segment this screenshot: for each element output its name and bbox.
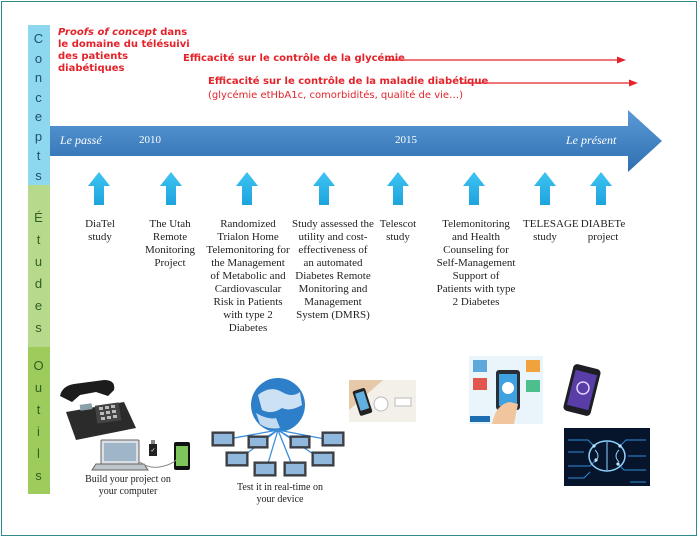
outils-letter: O <box>33 358 45 373</box>
up-arrow-1 <box>88 172 110 205</box>
smartphone-image <box>174 442 190 470</box>
up-arrow-8 <box>590 172 612 205</box>
concepts-letter: p <box>34 128 44 144</box>
efficacite-maladie-label: Efficacité sur le contrôle de la maladie… <box>208 76 489 87</box>
etudes-letter: u <box>34 254 44 269</box>
caption-build-project: Build your project on your computer <box>85 474 171 497</box>
outils-letter: u <box>34 380 44 395</box>
study-telescot: Telescot study <box>379 218 417 243</box>
concepts-letter: s <box>35 167 43 183</box>
outils-letter: i <box>37 424 41 439</box>
telephone-image <box>60 380 136 440</box>
study-utah: The Utah Remote Monitoring Project <box>144 218 196 269</box>
study-telemonitoring-counseling: Telemonitoring and Health Counseling for… <box>436 218 516 308</box>
concepts-letter: c <box>35 89 43 105</box>
etudes-letter: d <box>34 276 44 291</box>
study-diatel: DiaTel study <box>85 218 115 243</box>
timeline-present-label: Le présent <box>566 133 617 147</box>
health-app-image <box>469 356 543 424</box>
study-randomized-trial: Randomized Trialon Home Telemonitoring f… <box>206 218 290 334</box>
concepts-letter: o <box>34 50 44 66</box>
proofs-of-concept-text: Proofs of concept dans le domaine du tél… <box>58 27 190 74</box>
study-dmrs: Study assessed the utility and cost-effe… <box>292 218 374 321</box>
brain-circuit-image <box>564 428 650 486</box>
up-arrow-5 <box>387 172 409 205</box>
study-diabete: DIABETe project <box>580 218 626 243</box>
outils-letter: l <box>37 446 41 461</box>
timeline-arrow <box>50 110 662 172</box>
globe-network-image <box>211 378 345 477</box>
timeline-year-2010: 2010 <box>139 134 161 146</box>
telescot-app-image <box>349 380 416 422</box>
concepts-letter: n <box>34 70 44 85</box>
up-arrow-4 <box>313 172 335 205</box>
red-arrow-maladie <box>460 79 638 87</box>
study-telesage: TELESAGE study <box>523 218 579 243</box>
efficacite-glycemie-label: Efficacité sur le contrôle de la glycémi… <box>183 53 405 64</box>
usb-image: ✓ <box>149 440 157 456</box>
etudes-letter: t <box>36 232 42 247</box>
outils-letter: s <box>35 468 43 483</box>
timeline-past-label: Le passé <box>60 133 102 147</box>
up-arrow-6 <box>463 172 485 205</box>
concepts-letter: C <box>33 31 45 46</box>
timeline-year-2015: 2015 <box>395 134 417 146</box>
svg-text:✓: ✓ <box>150 447 155 454</box>
outils-letter: t <box>36 402 42 417</box>
up-arrow-7 <box>534 172 556 205</box>
efficacite-maladie-detail: (glycémie etHbA1c, comorbidités, qualité… <box>208 90 463 101</box>
up-arrow-2 <box>160 172 182 205</box>
concepts-letter: t <box>36 148 42 163</box>
caption-test-realtime: Test it in real-time on your device <box>237 482 323 505</box>
concepts-letter: e <box>34 109 44 124</box>
etudes-letter: É <box>34 210 44 225</box>
etudes-letter: e <box>34 298 44 313</box>
etudes-letter: s <box>35 320 43 335</box>
up-arrow-3 <box>236 172 258 205</box>
laptop-image <box>91 439 149 471</box>
red-arrow-glycemie <box>385 56 626 64</box>
diabete-smartphone-image <box>558 364 608 416</box>
